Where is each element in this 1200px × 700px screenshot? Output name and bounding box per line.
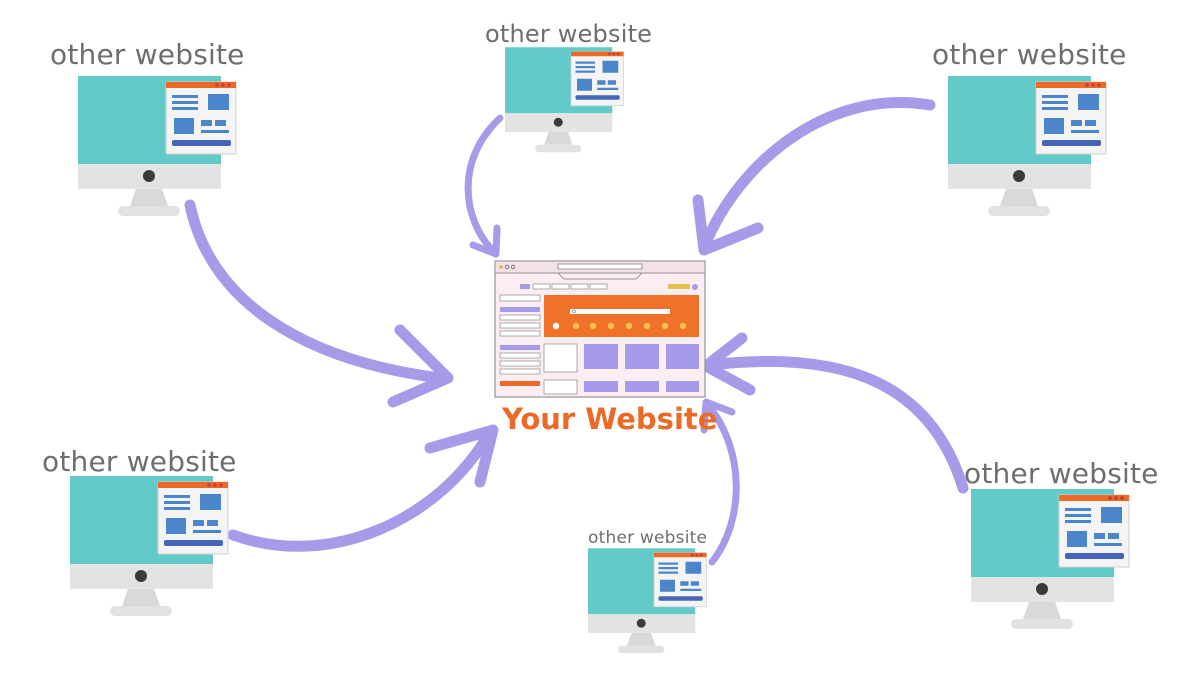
other-website-label: other website [485, 20, 653, 48]
browser-window-icon [653, 552, 707, 608]
search-icon [572, 309, 576, 314]
desktop-computer-icon [971, 489, 1130, 629]
arrow-head-icon [469, 224, 501, 258]
arrow-icon [704, 401, 740, 566]
arrow-head-icon [700, 398, 736, 434]
other-website-label: other website [42, 445, 237, 478]
other-website-label: other website [50, 38, 245, 71]
desktop-computer-icon [505, 47, 624, 153]
arrow-icon [699, 97, 936, 251]
other-website-label: other website [932, 38, 1127, 71]
arrow-icon [227, 426, 496, 552]
arrow-icon [704, 355, 969, 494]
desktop-computer-icon [78, 76, 237, 216]
desktop-computer-icon [948, 76, 1107, 216]
arrow-head-icon [700, 332, 756, 396]
browser-window-icon [165, 81, 237, 155]
desktop-computer-icon [70, 476, 229, 616]
arrow-icon [464, 114, 504, 256]
arrow-icon [184, 199, 446, 384]
arrow-head-icon [424, 424, 499, 488]
your-website-title: Your Website [502, 402, 718, 436]
other-website-label: other website [964, 457, 1159, 490]
browser-window-icon [1035, 81, 1107, 155]
desktop-computer-icon [588, 548, 707, 654]
browser-window-icon [1058, 494, 1130, 568]
browser-window-icon [570, 51, 624, 107]
other-website-label: other website [588, 528, 708, 548]
arrow-head-icon [692, 194, 764, 256]
browser-window-icon [157, 481, 229, 555]
arrow-head-icon [387, 324, 454, 408]
your-website-mockup [494, 260, 706, 398]
